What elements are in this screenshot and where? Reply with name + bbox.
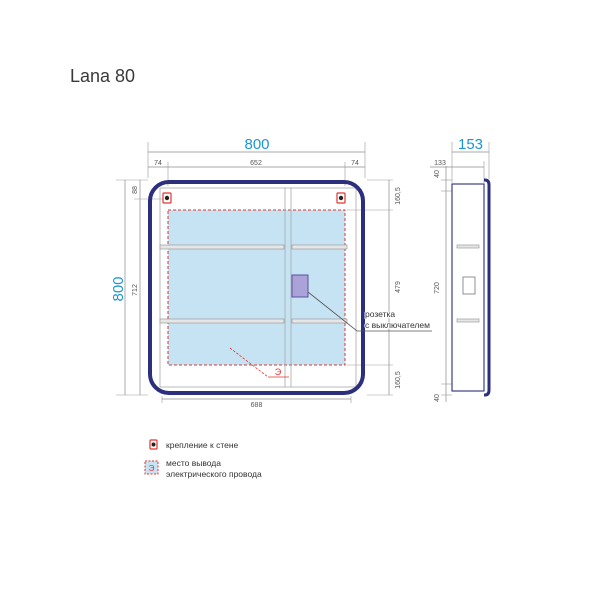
dimension-total-width: 800 [244,136,269,153]
dimension-zone-height: 479 [395,281,402,293]
legend-outlet-label-line-1: место вывода [166,458,221,468]
shelf-lower-right [291,318,348,324]
socket-label-line-1: розетка [365,309,395,319]
legend-mount-label: крепление к стене [166,440,239,450]
socket-leader-line [307,291,432,332]
mount-point-icon [336,192,346,204]
dimension-middle-width: 652 [250,160,262,167]
front-top-dimensions: 800 74 652 74 [147,136,366,186]
dimension-top-offset: 40 [434,170,441,178]
dimension-body-depth: 133 [434,160,446,167]
side-left-dimensions: 40 720 40 [434,166,452,402]
socket-callout: розетка с выключателем [307,291,432,332]
legend-outlet-symbol: Э [149,464,155,473]
dimension-mount-offset: 88 [132,186,139,194]
dimension-left-margin: 74 [154,160,162,167]
shelf-lower-left [159,318,285,324]
outlet-zone [167,209,346,366]
dimension-body-height: 720 [434,282,441,294]
side-frame-profile [484,178,491,397]
mount-point-icon [162,192,172,204]
side-shelf-upper [456,244,480,249]
front-view: 800 74 652 74 800 88 712 160,5 479 160,5 [110,136,432,409]
front-bottom-dimension: 688 [161,396,352,409]
dimension-zone-offset-bottom: 160,5 [395,371,402,389]
mount-point-dot [338,195,344,201]
dimension-total-depth: 153 [458,136,483,153]
side-socket-box [462,276,476,295]
mirror-inner-outline [159,187,357,388]
legend-mount-icon [149,439,158,450]
outlet-marker: Э [229,347,289,378]
mount-point-dot [164,195,170,201]
front-left-dimensions: 800 88 712 [110,179,163,396]
cabinet-frame [148,180,365,395]
dimension-height-below-mount: 712 [132,284,139,296]
socket-label-line-2: с выключателем [365,320,430,330]
legend-outlet-label-line-2: электрического провода [166,469,262,479]
dimension-total-height: 800 [110,276,127,301]
front-right-dimensions: 160,5 479 160,5 [347,179,402,396]
shelf-upper-right [291,244,348,250]
legend-mount-dot [151,442,156,447]
side-view: 153 133 40 720 40 [430,136,491,402]
dimension-inner-width: 688 [251,402,263,409]
dimension-zone-offset-top: 160,5 [395,187,402,205]
shelf-upper-left [159,244,285,250]
legend: крепление к стене Э место вывода электри… [144,439,262,479]
outlet-symbol: Э [275,367,282,377]
product-title: Lana 80 [70,66,135,86]
legend-outlet-icon: Э [144,460,159,475]
dimension-right-margin: 74 [351,160,359,167]
side-shelf-lower [456,318,480,323]
legend-outlet-frame [144,460,159,475]
dimension-bottom-offset: 40 [434,394,441,402]
socket-icon [291,274,309,298]
